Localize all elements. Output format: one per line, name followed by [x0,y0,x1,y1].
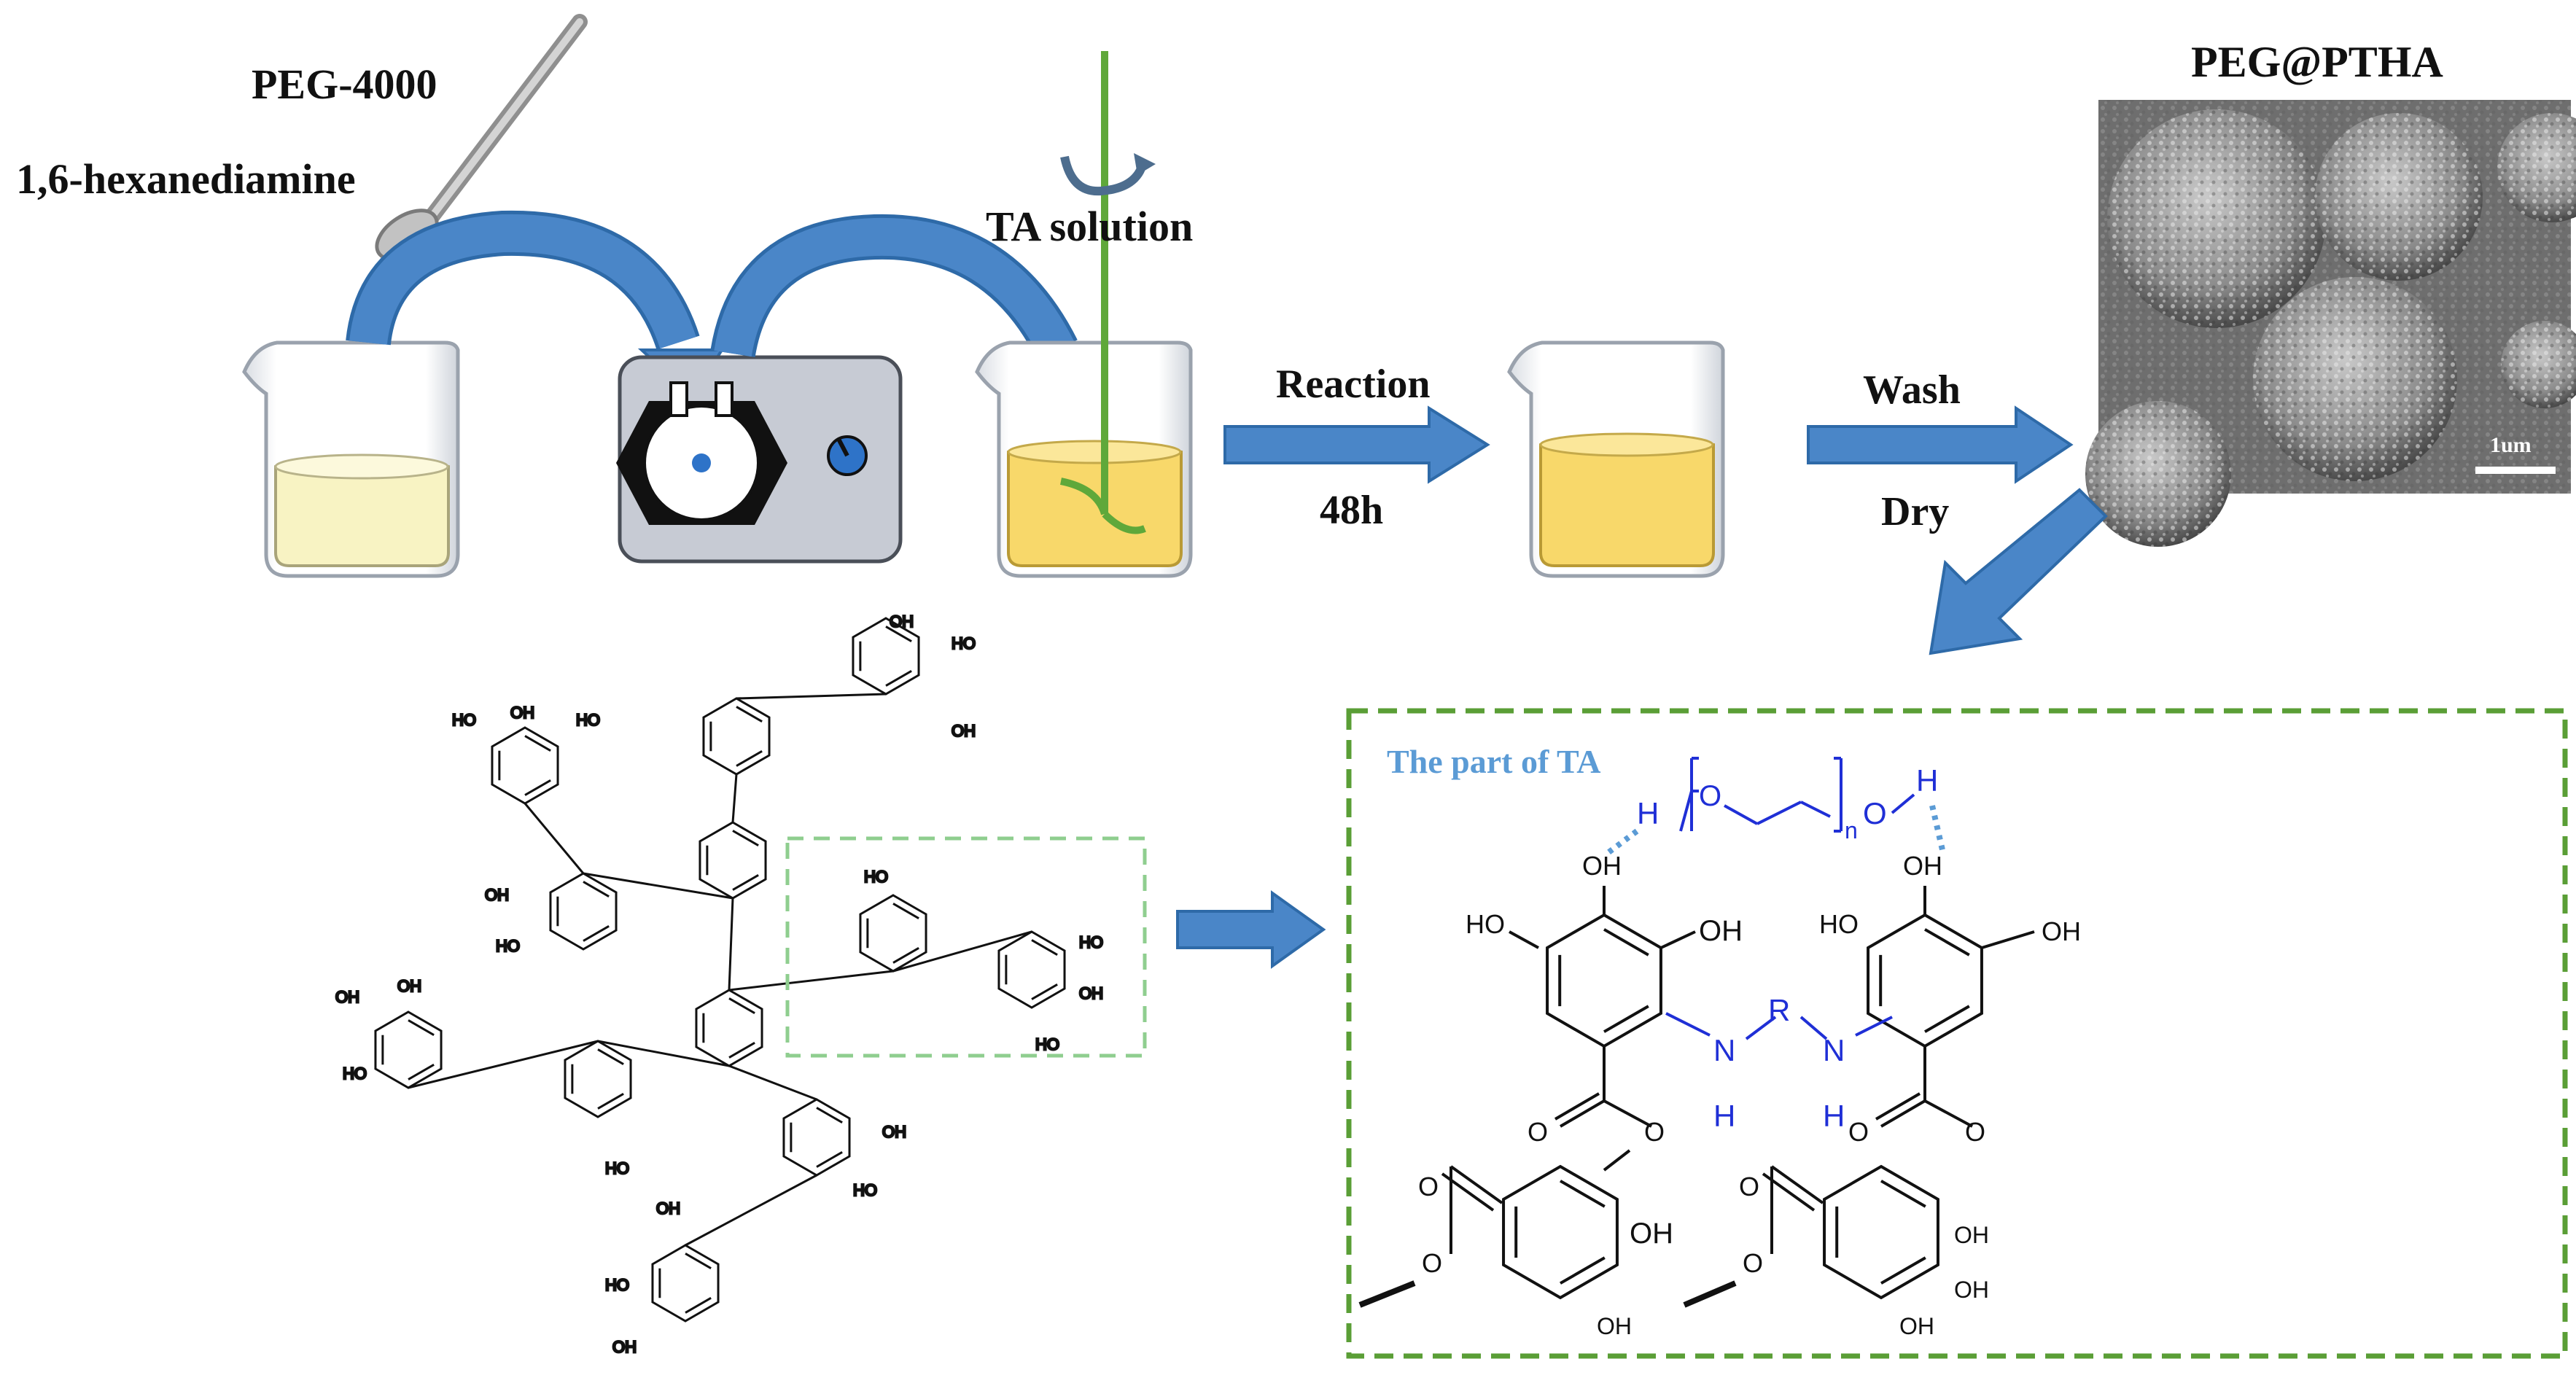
z-o-1: O [1528,1117,1548,1147]
z-oh-top-1: OH [1582,851,1622,881]
arrow-to-zoom [1176,890,1326,969]
ta-hydroxyl-9: OH [335,988,359,1006]
z-o-3: O [1848,1117,1869,1147]
ta-hydroxyl-7: OH [1079,984,1103,1002]
z-oh-6: OH [1954,1277,1989,1303]
ta-ring-10 [651,1244,720,1323]
z-o-2: O [1644,1117,1665,1147]
z-peg-o-2: O [1863,796,1887,830]
sem-image: 1um [2085,100,2576,547]
label-ta-solution: TA solution [986,203,1193,250]
ta-ring-9 [782,1098,851,1177]
z-n-2: N [1823,1033,1845,1067]
label-product: PEG@PTHA [2191,38,2443,86]
ta-ring-6 [997,930,1066,1009]
zoom-ring-3 [1823,1164,1939,1300]
z-n-1: N [1713,1033,1735,1067]
ta-ring-0 [491,726,559,805]
ta-hydroxyl-18: HO [864,868,888,886]
zoom-box [1346,708,2568,1359]
arrow-reaction [1223,405,1490,484]
ta-hydroxyl-8: HO [1035,1035,1059,1053]
z-r: R [1768,993,1790,1027]
beaker-3 [1507,340,1725,578]
z-o-5: O [1418,1172,1439,1201]
ta-ring-3 [549,872,618,951]
stir-rod-icon [1059,51,1146,534]
z-ho-2: HO [1819,909,1859,939]
ta-hydroxyl-6: HO [1079,933,1103,951]
ta-ring-11 [695,989,763,1067]
ta-hydroxyl-2: HO [576,711,600,729]
z-oh-top-2: OH [1903,851,1942,881]
scale-bar [2475,467,2556,474]
z-oh-1: OH [1699,915,1743,947]
ta-ring-8 [374,1010,443,1089]
ta-ring-4 [699,821,767,900]
ta-ring-7 [564,1040,632,1118]
label-part-of-ta: The part of TA [1387,743,1600,780]
ta-ring-1 [702,697,771,776]
ta-hydroxyl-10: HO [343,1064,367,1083]
ta-hydroxyl-4: HO [952,634,976,653]
z-oh-2: OH [2042,916,2081,946]
arrow-wash-dry [1807,405,2074,484]
ta-hydroxyl-19: OH [485,886,509,904]
zoom-ring-2 [1502,1164,1619,1300]
z-peg-o-1: O [1699,780,1721,812]
scale-label: 1um [2490,433,2532,457]
beaker-1 [242,340,460,578]
ta-hydroxyl-16: HO [853,1181,877,1199]
z-ho-1: HO [1466,909,1505,939]
z-oh-7: OH [1899,1313,1934,1339]
ta-hydroxyl-13: OH [656,1199,680,1218]
label-wash: Wash [1863,367,1961,413]
z-h-2: H [1823,1099,1845,1133]
rotation-arrow-icon [1060,153,1156,196]
spoon-icon [375,14,588,261]
ta-hydroxyl-14: HO [605,1276,629,1294]
arrow-to-structure [1929,488,2108,655]
hbond-1 [1606,828,1639,856]
z-oh-4: OH [1597,1313,1632,1339]
z-o-4: O [1965,1117,1985,1147]
tannic-acid-structure: HO OH HO OH HO OH HO OH HO OH HO OH HO OH HO OH HO OH HO OH… [335,612,1105,1358]
z-o-6: O [1422,1248,1442,1278]
ta-hydroxyl-3: OH [890,612,914,631]
zoom-ring-0 [1546,913,1662,1048]
hbond-2 [1929,805,1946,854]
ta-hydroxyl-11: OH [397,977,421,995]
z-oh-5: OH [1954,1222,1989,1248]
ta-hydroxyl-20: HO [496,937,520,955]
label-peg: PEG-4000 [252,61,437,108]
zoom-ring-1 [1867,913,1983,1048]
label-dry: Dry [1881,489,1949,534]
beaker-2 [975,340,1193,578]
z-h-1: H [1713,1099,1735,1133]
ta-hydroxyl-1: OH [510,704,534,722]
z-o-7: O [1739,1172,1759,1201]
z-peg-n: n [1845,817,1858,844]
label-reaction: Reaction [1276,362,1431,407]
z-peg-h-1: H [1637,796,1659,830]
ta-hydroxyl-17: OH [882,1123,906,1141]
z-o-8: O [1743,1248,1763,1278]
z-peg-h-2: H [1916,763,1938,798]
ta-hydroxyl-15: OH [612,1338,637,1356]
ta-hydroxyl-12: HO [605,1159,629,1177]
ta-hydroxyl-5: OH [952,722,976,740]
ta-hydroxyl-0: HO [452,711,476,729]
z-oh-3: OH [1630,1218,1673,1250]
label-time: 48h [1320,488,1383,533]
ta-ring-5 [859,894,927,973]
peristaltic-pump-icon [616,355,903,564]
label-hexanediamine: 1,6-hexanediamine [16,155,356,203]
arrow-to-beaker2 [714,217,1075,359]
